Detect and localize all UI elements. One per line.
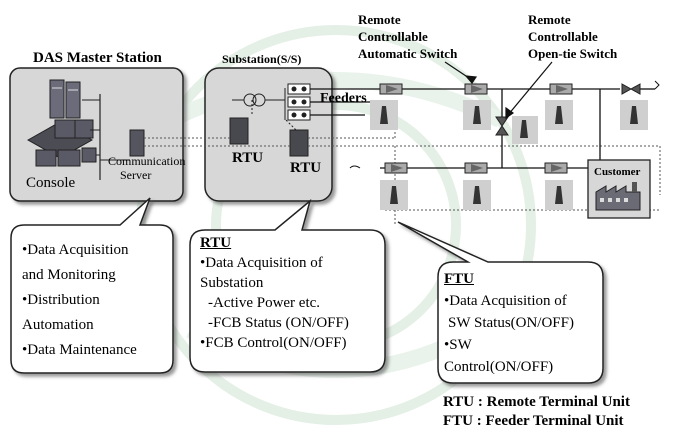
open-tie-switch-middle bbox=[495, 116, 509, 136]
rtu-callout-text: RTU •Data Acquisition of Substation -Act… bbox=[200, 235, 349, 351]
master-station-title: DAS Master Station bbox=[33, 50, 162, 66]
legend-ftu: FTU : Feeder Terminal Unit bbox=[443, 413, 624, 429]
open-tie-switch-label: Remote Controllable Open-tie Switch bbox=[528, 12, 618, 61]
ftu-callout-text: FTU •Data Acquisition of SW Status(ON/OF… bbox=[444, 268, 574, 378]
master-callout-bubble bbox=[10, 197, 174, 374]
master-functions-text: •Data Acquisition and Monitoring •Distri… bbox=[22, 242, 137, 358]
ftu-callout-bubble bbox=[397, 221, 604, 384]
ftu-units bbox=[370, 100, 648, 210]
rtu-icon-1 bbox=[229, 117, 249, 145]
rtu-label-2: RTU bbox=[290, 160, 322, 176]
open-tie-switch-top bbox=[621, 83, 641, 95]
line-end-mark-bottom bbox=[349, 165, 361, 169]
ftu-callout-title: FTU bbox=[444, 271, 474, 287]
rtu-callout-title: RTU bbox=[200, 235, 232, 251]
rtu-label-1: RTU bbox=[232, 150, 264, 166]
console-label: Console bbox=[26, 175, 76, 191]
legend-rtu: RTU : Remote Terminal Unit bbox=[443, 394, 630, 410]
communication-server-icon bbox=[129, 129, 145, 157]
comm-server-label: Communication Server bbox=[108, 154, 186, 182]
console-workstation-icon bbox=[26, 119, 97, 167]
label-arrows bbox=[444, 61, 553, 120]
server-icon bbox=[49, 79, 81, 119]
breaker-panel-icon bbox=[287, 83, 311, 121]
feeders-label: Feeders bbox=[320, 91, 367, 106]
rtu-callout-bubble bbox=[189, 198, 386, 373]
line-end-mark-top bbox=[654, 80, 660, 90]
rtu-icon-2 bbox=[289, 129, 309, 157]
factory-icon bbox=[595, 182, 641, 211]
automatic-switches bbox=[379, 83, 573, 174]
customer-label: Customer bbox=[594, 166, 641, 178]
substation-box bbox=[204, 67, 333, 202]
automatic-switch-label: Remote Controllable Automatic Switch bbox=[358, 12, 458, 61]
transformer-icon bbox=[232, 88, 286, 120]
substation-title: Substation(S/S) bbox=[222, 52, 302, 66]
